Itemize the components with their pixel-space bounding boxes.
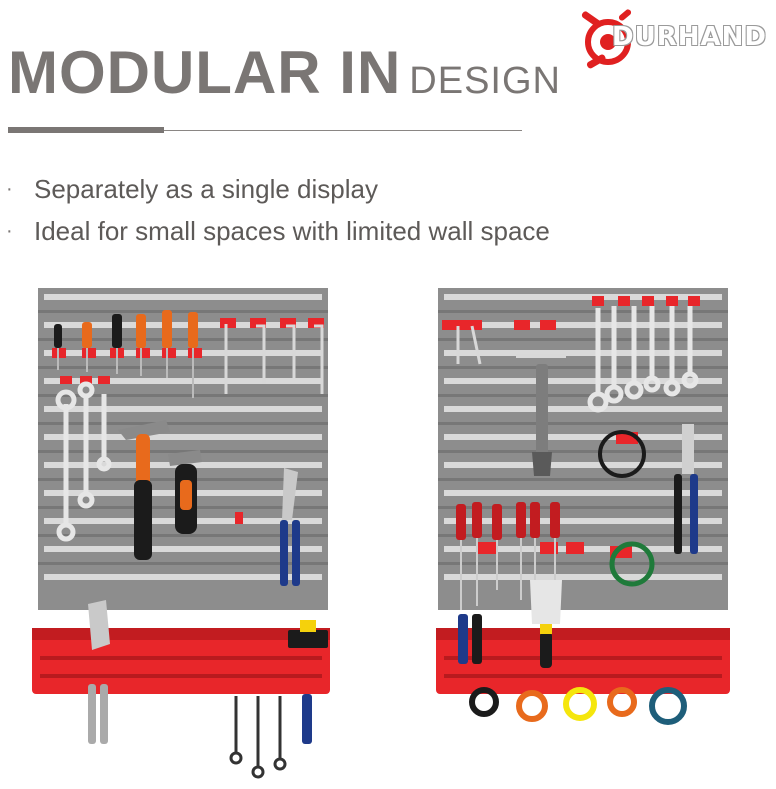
trowel-icon <box>88 600 110 650</box>
pipe-wrench-icon <box>516 354 566 476</box>
title-sub: DESIGN <box>409 60 561 102</box>
shelf-groove <box>40 656 322 660</box>
title-main: MODULAR IN <box>8 39 402 106</box>
title-underline <box>8 130 522 131</box>
shelf-groove <box>444 656 722 660</box>
shelf-lip <box>32 628 330 640</box>
pegboard-grooves <box>438 310 728 565</box>
wrench-icon <box>587 306 699 413</box>
tape-roll-icon <box>469 687 687 725</box>
screwdriver-icon <box>472 614 482 664</box>
wrench-icon <box>55 381 112 542</box>
feature-list: · Separately as a single display · Ideal… <box>6 168 550 252</box>
screwdriver-icon <box>54 310 198 398</box>
shelf-lip <box>436 628 730 640</box>
feature-text: Separately as a single display <box>34 173 378 204</box>
bullet-dot-icon: · <box>6 177 13 200</box>
pegboard-panel <box>438 288 728 610</box>
feature-item: · Ideal for small spaces with limited wa… <box>6 210 550 252</box>
screwdriver-icon <box>456 502 560 610</box>
wrench-icon <box>229 696 287 779</box>
shelf-groove <box>40 674 322 678</box>
bullet-dot-icon: · <box>6 219 13 242</box>
cable-coil-icon <box>598 430 646 478</box>
pliers-icon <box>88 684 96 744</box>
mallet-icon <box>288 630 328 648</box>
left-pegboard-illustration <box>32 288 330 779</box>
feature-item: · Separately as a single display <box>6 168 550 210</box>
screwdriver-icon <box>302 694 312 744</box>
mallet-icon <box>300 620 316 632</box>
feature-text: Ideal for small spaces with limited wall… <box>34 215 550 246</box>
right-pegboard-illustration <box>436 288 730 725</box>
screwdriver-icon <box>540 632 552 668</box>
cable-coil-icon <box>609 541 655 587</box>
brand-emblem-icon <box>581 9 632 69</box>
hammer-icon <box>118 420 202 560</box>
screwdriver-icon <box>458 614 468 664</box>
trowel-icon <box>530 580 562 624</box>
brand-logo: DURHAND <box>578 8 774 76</box>
title-underline-accent <box>8 127 164 133</box>
bolt-cutter-icon <box>674 424 698 554</box>
brand-name: DURHAND <box>612 22 767 52</box>
hex-key-icon <box>456 325 482 365</box>
hex-key-icon <box>224 324 324 394</box>
pliers-icon <box>100 684 108 744</box>
shelf-groove <box>444 674 722 678</box>
screwdriver-icon <box>540 624 552 634</box>
pliers-icon <box>280 468 300 586</box>
